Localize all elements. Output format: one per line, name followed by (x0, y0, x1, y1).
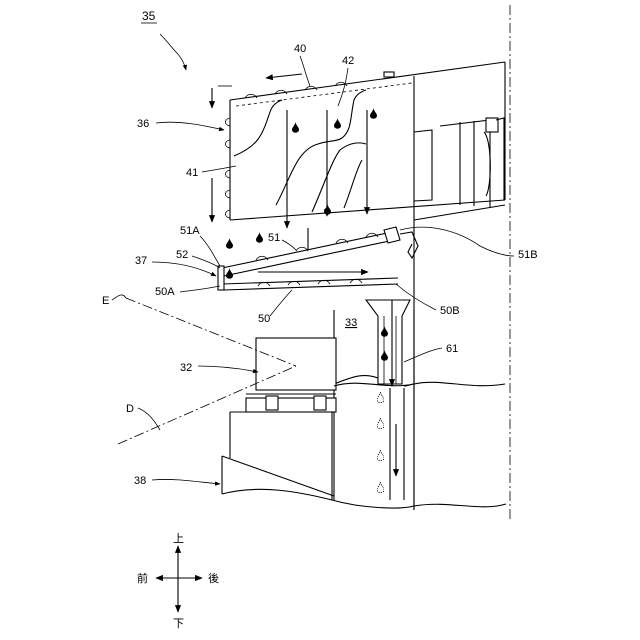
label-50: 50 (258, 313, 270, 325)
label-32: 32 (180, 362, 192, 374)
drop-icon (334, 118, 341, 129)
drop-outline-icon (377, 392, 384, 403)
label-42: 42 (342, 55, 354, 67)
label-40: 40 (294, 43, 306, 55)
label-D: D (126, 403, 134, 415)
drop-outline-icon (377, 418, 384, 429)
label-50A: 50A (155, 286, 175, 298)
direction-compass (156, 546, 202, 612)
drop-icon (292, 122, 299, 133)
arrow-40 (266, 74, 302, 78)
label-52: 52 (176, 249, 188, 261)
label-33: 33 (345, 317, 357, 329)
direction-down-label: 下 (173, 618, 184, 630)
label-51A: 51A (180, 225, 200, 237)
funnel-61 (366, 300, 410, 500)
drop-icon (256, 232, 263, 243)
label-E: E (102, 295, 109, 307)
label-38: 38 (134, 475, 146, 487)
label-36: 36 (137, 118, 149, 130)
label-61: 61 (446, 343, 458, 355)
tray-51 (222, 227, 418, 276)
label-51: 51 (268, 232, 280, 244)
housing-40 (226, 62, 506, 510)
label-51B: 51B (518, 249, 538, 261)
leader-35 (160, 34, 186, 70)
label-37: 37 (135, 255, 147, 267)
unit-32 (246, 338, 336, 412)
drop-icon (370, 108, 377, 119)
drop-icon (226, 238, 233, 249)
label-41: 41 (186, 167, 198, 179)
drop-icon (381, 326, 388, 337)
tray-50 (218, 266, 398, 290)
drop-outline-icon (377, 450, 384, 461)
drop-outline-icon (377, 482, 384, 493)
direction-front-label: 前 (137, 571, 148, 585)
drop-icon (226, 268, 233, 279)
label-35: 35 (142, 9, 156, 23)
direction-back-label: 後 (208, 571, 219, 585)
drop-icon (381, 350, 388, 361)
drop-icon (324, 204, 331, 215)
label-50B: 50B (440, 305, 460, 317)
direction-up-label: 上 (173, 532, 184, 545)
